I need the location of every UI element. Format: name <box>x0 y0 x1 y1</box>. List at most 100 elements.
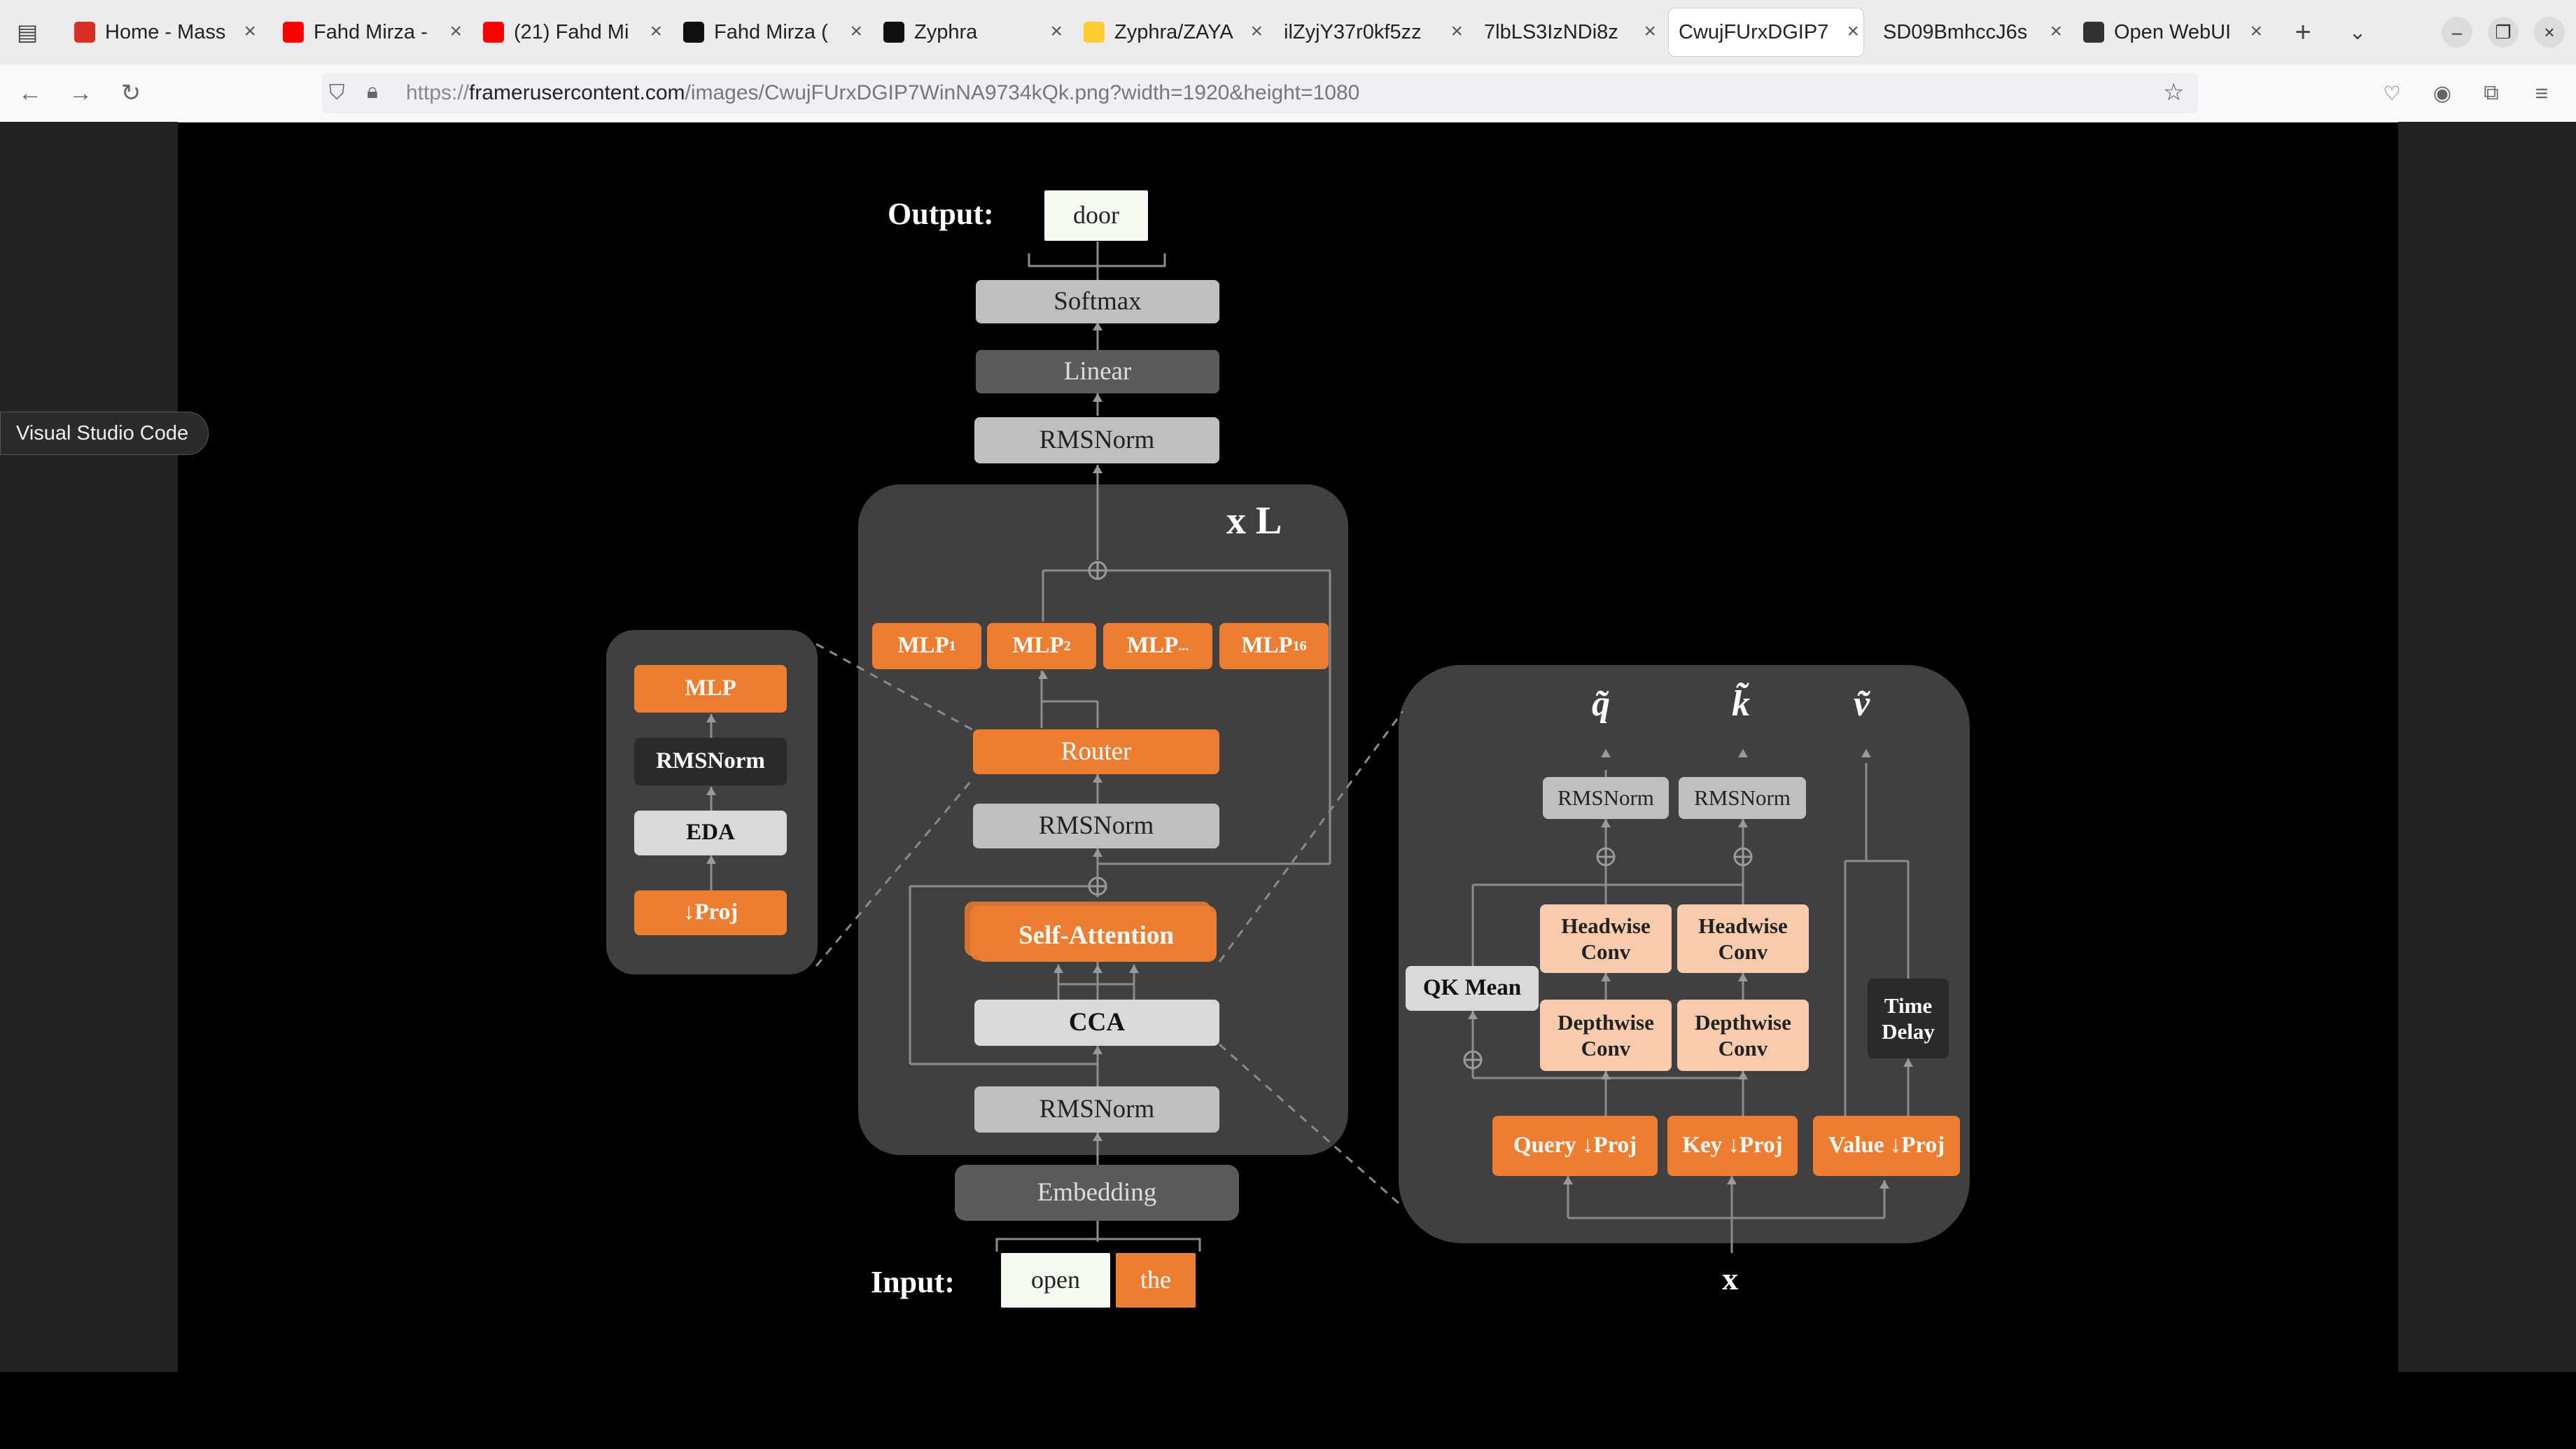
browser-tab[interactable]: Zyphra × <box>874 8 1067 56</box>
menu-icon[interactable]: ≡ <box>2535 80 2549 106</box>
address-bar[interactable]: ⛉ 🔒︎ https://framerusercontent.com/image… <box>322 73 2198 113</box>
close-tab-icon[interactable]: × <box>1644 20 1656 43</box>
close-tab-icon[interactable]: × <box>1847 20 1859 43</box>
input-token-the: the <box>1116 1253 1196 1308</box>
reload-icon[interactable]: ↻ <box>120 80 141 106</box>
close-tab-icon[interactable]: × <box>650 20 662 43</box>
right-margin-area <box>2398 122 2576 1372</box>
block-rmsnorm-top: RMSNorm <box>973 804 1219 848</box>
browser-tab[interactable]: Fahd Mirza ( × <box>673 8 867 56</box>
close-tab-icon[interactable]: × <box>2250 20 2262 43</box>
navigation-bar: ← → ↻ ⛉ 🔒︎ https://framerusercontent.com… <box>0 64 2576 122</box>
restore-button[interactable]: ❐ <box>2488 17 2519 48</box>
browser-tab[interactable]: (21) Fahd Mi × <box>473 8 666 56</box>
cca-k-depthwise-conv: Depthwise Conv <box>1677 1000 1809 1071</box>
tab-title: CwujFUrxDGIP7 <box>1679 20 1829 43</box>
extensions-icon[interactable]: ⧉ <box>2484 81 2499 104</box>
tab-title: Zyphra <box>914 20 978 43</box>
cca-qk-mean: QK Mean <box>1406 966 1539 1011</box>
block-rmsnorm-bottom: RMSNorm <box>974 1086 1219 1133</box>
bottom-black-bar <box>0 1372 2576 1449</box>
huggingface-icon <box>1084 22 1105 43</box>
output-token: door <box>1044 190 1148 241</box>
left-margin-area <box>0 122 178 1372</box>
mlp-detail-rmsnorm: RMSNorm <box>634 738 787 785</box>
close-tab-icon[interactable]: × <box>1050 20 1063 43</box>
tab-title: Home - Mass <box>105 20 226 43</box>
youtube-icon <box>483 22 504 43</box>
tab-title: Fahd Mirza - <box>314 20 428 43</box>
browser-tab[interactable]: Fahd Mirza - × <box>273 8 466 56</box>
new-tab-button[interactable]: + <box>2295 16 2311 48</box>
close-tab-icon[interactable]: × <box>850 20 862 43</box>
cca-value-proj: Value ↓Proj <box>1813 1116 1960 1176</box>
self-attention-block: Self-Attention <box>976 910 1217 962</box>
tab-title: Fahd Mirza ( <box>714 20 828 43</box>
router-block: Router <box>973 729 1219 774</box>
close-tab-icon[interactable]: × <box>1450 20 1463 43</box>
lock-icon[interactable]: 🔒︎ <box>367 80 378 103</box>
mlp-detail-eda: EDA <box>634 811 787 855</box>
input-token-open: open <box>1001 1253 1110 1308</box>
tab-title: (21) Fahd Mi <box>514 20 629 43</box>
tab-title: Zyphra/ZAYA <box>1114 20 1233 43</box>
browser-tab[interactable]: ilZyjY37r0kf5zz × <box>1274 8 1467 56</box>
browser-tab[interactable]: CwujFUrxDGIP7 × <box>1669 8 1863 56</box>
softmax-block: Softmax <box>976 280 1219 323</box>
cca-key-proj: Key ↓Proj <box>1667 1116 1798 1176</box>
cca-block: CCA <box>974 1000 1219 1046</box>
zyphra-icon <box>883 22 904 43</box>
cca-time-delay: Time Delay <box>1868 979 1949 1058</box>
tab-title: Open WebUI <box>2114 20 2232 43</box>
close-tab-icon[interactable]: × <box>244 20 256 43</box>
linear-block: Linear <box>976 350 1219 393</box>
openwebui-icon <box>2083 22 2104 43</box>
url-text[interactable]: https://framerusercontent.com/images/Cwu… <box>406 81 1360 104</box>
browser-tab[interactable]: SD09BmhccJ6s × <box>1873 8 2066 56</box>
forward-icon[interactable]: → <box>69 79 92 106</box>
output-label: Output: <box>888 197 994 231</box>
browser-tab[interactable]: 7lbLS3IzNDi8z× <box>1474 8 1660 56</box>
shield-icon[interactable]: ⛉ <box>329 81 345 104</box>
close-tab-icon[interactable]: × <box>1250 20 1263 43</box>
browser-tab[interactable]: Open WebUI × <box>2073 8 2267 56</box>
tab-list-chevron-icon[interactable]: ⌄ <box>2348 20 2367 44</box>
minimize-button[interactable]: – <box>2442 17 2472 48</box>
tab-bar: ▤ Home - Mass × Fahd Mirza - × (21) Fahd Mi ×… <box>0 0 2576 65</box>
v-tilde-label: ṽ <box>1854 684 1870 724</box>
gmail-icon <box>74 22 95 43</box>
tab-overview-icon[interactable]: ▤ <box>17 20 38 45</box>
bookmark-star-icon[interactable]: ☆ <box>2163 79 2185 106</box>
k-tilde-label: k̃ <box>1732 684 1750 724</box>
account-icon[interactable]: ◉ <box>2432 81 2452 105</box>
embedding-block: Embedding <box>955 1165 1239 1221</box>
input-label: Input: <box>871 1265 955 1299</box>
browser-tab[interactable]: Home - Mass × <box>64 8 260 56</box>
close-tab-icon[interactable]: × <box>2050 20 2062 43</box>
x-icon <box>683 22 704 43</box>
repeat-label: x L <box>1226 499 1282 542</box>
cca-q-rmsnorm: RMSNorm <box>1543 777 1669 819</box>
tab-title: SD09BmhccJ6s <box>1883 20 2028 43</box>
tab-title: ilZyjY37r0kf5zz <box>1284 20 1422 43</box>
mlp-detail-mlp: MLP <box>634 665 787 713</box>
close-tab-icon[interactable]: × <box>449 20 462 43</box>
q-tilde-label: q̃ <box>1592 684 1610 724</box>
back-icon[interactable]: ← <box>18 79 42 106</box>
close-window-button[interactable]: × <box>2534 17 2565 48</box>
cca-k-headwise-conv: Headwise Conv <box>1677 904 1809 973</box>
cca-q-headwise-conv: Headwise Conv <box>1540 904 1672 973</box>
browser-tab[interactable]: Zyphra/ZAYA × <box>1074 8 1267 56</box>
final-rmsnorm-block: RMSNorm <box>974 417 1219 463</box>
pocket-icon[interactable]: ♡ <box>2383 82 2401 104</box>
cca-query-proj: Query ↓Proj <box>1492 1116 1658 1176</box>
mlp-expert-ellipsis: MLP... <box>1103 623 1212 669</box>
cca-k-rmsnorm: RMSNorm <box>1679 777 1806 819</box>
mlp-detail-down-proj: ↓Proj <box>634 890 787 935</box>
cca-q-depthwise-conv: Depthwise Conv <box>1540 1000 1672 1071</box>
